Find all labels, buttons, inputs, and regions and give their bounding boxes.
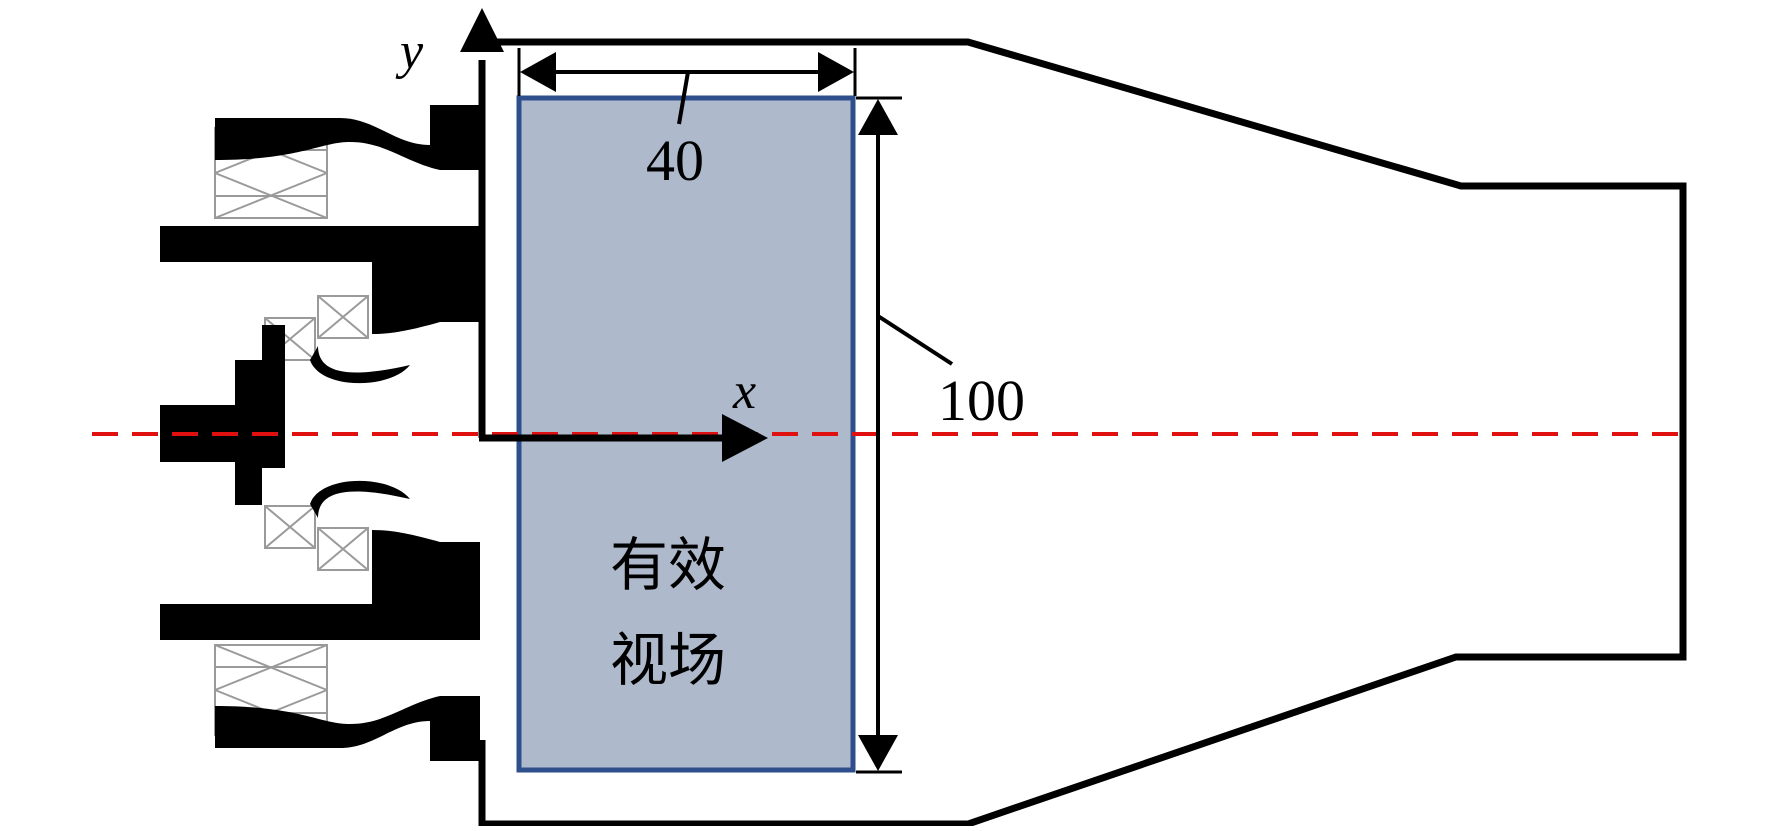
width-arrow-left-icon xyxy=(520,52,556,92)
x-axis xyxy=(479,414,768,462)
height-arrow-bottom-icon xyxy=(858,735,898,771)
x-axis-arrow-icon xyxy=(722,414,768,462)
height-dimension xyxy=(856,96,954,774)
width-leader-line xyxy=(677,71,690,125)
width-dimension-label: 40 xyxy=(646,128,704,193)
x-axis-label: x xyxy=(732,363,756,420)
swirler-solids xyxy=(160,105,480,761)
height-leader-line xyxy=(876,314,954,366)
y-axis xyxy=(460,8,504,438)
swirler-icon xyxy=(160,105,480,761)
width-dimension xyxy=(517,48,857,125)
y-axis-label: y xyxy=(395,23,424,80)
combustor-outline-icon xyxy=(478,38,1687,828)
field-of-view-label-line1: 有效 xyxy=(610,531,726,599)
hatch-small-lower xyxy=(264,505,369,571)
y-axis-arrow-icon xyxy=(460,8,504,52)
width-arrow-right-icon xyxy=(818,52,854,92)
height-arrow-top-icon xyxy=(858,99,898,135)
field-of-view-label-line2: 视场 xyxy=(610,626,726,694)
height-dimension-label: 100 xyxy=(938,368,1025,433)
